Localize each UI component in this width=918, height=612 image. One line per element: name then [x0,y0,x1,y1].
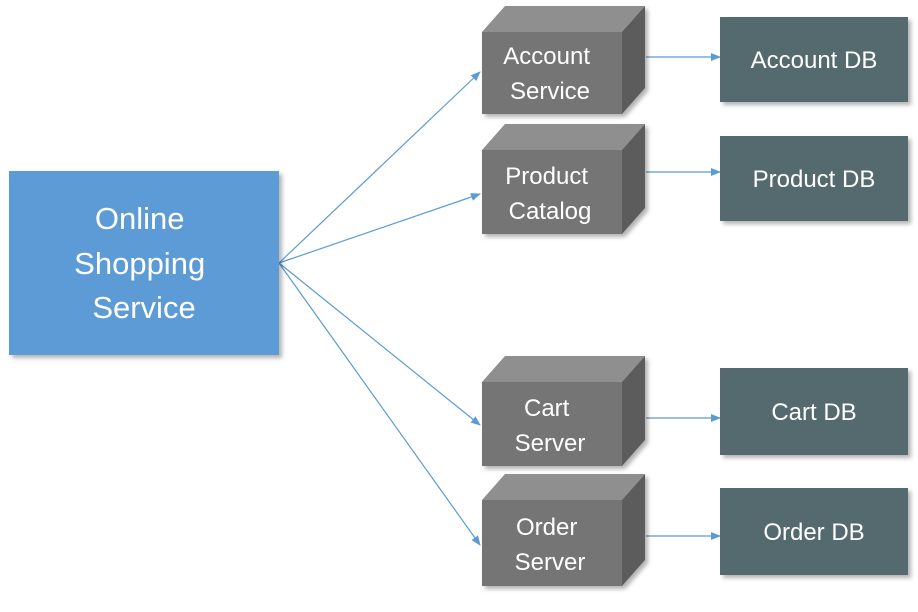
order-server-label-line-2: Server [515,549,586,576]
cart-db-box [720,368,908,455]
order-db-label: Order DB [763,519,864,546]
cube-front-face [482,382,622,466]
main-label-line-1: Online [95,201,185,236]
online-shopping-service-label: Online Shopping Service [74,201,214,325]
service-node-cart-server: Cart Server [482,356,645,466]
product-catalog-label-line-1: Product [505,163,588,190]
order-server-label: Order Server [515,514,586,576]
online-shopping-service-node: Online Shopping Service [9,171,279,355]
database-node-product-db: Product DB [720,136,908,221]
product-catalog-label: Product Catalog [505,163,594,225]
account-db-box [720,17,908,102]
cart-server-label-line-2: Server [515,430,586,457]
cube-top-face [482,6,645,32]
account-db-label: Account DB [751,47,878,74]
database-node-order-db: Order DB [720,488,908,575]
cart-server-label-line-1: Cart [524,395,570,422]
account-service-label: Account Service [503,43,596,105]
product-catalog-label-line-2: Catalog [509,198,592,225]
service-node-order-server: Order Server [482,474,645,586]
order-server-label-line-1: Order [516,514,577,541]
product-db-label: Product DB [753,166,876,193]
account-service-label-line-1: Account [503,43,590,70]
main-label-line-3: Service [92,290,195,325]
connector-main-to-product-catalog [278,193,481,264]
cube-side-face [622,6,645,114]
cube-side-face [622,474,645,586]
cube-front-face [482,500,622,586]
cube-side-face [622,124,645,234]
connector-main-to-account-service [278,71,481,264]
cube-side-face [622,356,645,466]
order-db-box [720,488,908,575]
cube-top-face [482,124,645,150]
product-db-box [720,136,908,221]
account-service-label-line-2: Service [510,78,590,105]
cart-server-label: Cart Server [515,395,586,457]
cube-top-face [482,474,645,500]
main-label-line-2: Shopping [74,246,205,281]
cube-top-face [482,356,645,382]
cart-db-label: Cart DB [771,399,856,426]
cube-front-face [482,32,622,114]
service-node-account-service: Account Service [482,6,645,114]
service-node-product-catalog: Product Catalog [482,124,645,234]
connectors-services-to-dbs [646,53,721,540]
connectors-main-to-services [278,71,481,546]
connector-main-to-cart-server [278,262,481,426]
database-node-cart-db: Cart DB [720,368,908,455]
cube-front-face [482,150,622,234]
online-shopping-service-box [9,171,279,355]
database-node-account-db: Account DB [720,17,908,102]
connector-main-to-order-server [278,262,481,546]
